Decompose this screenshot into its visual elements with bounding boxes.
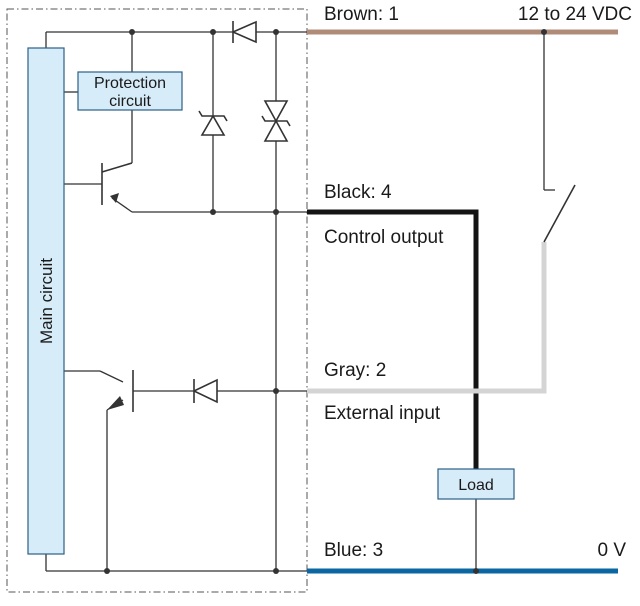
main-circuit-block: Main circuit: [27, 47, 65, 555]
protection-circuit-label-line1: Protection: [94, 75, 166, 92]
input-diode-icon: [192, 378, 218, 404]
input-transistor-icon: [107, 370, 134, 412]
main-circuit-label: Main circuit: [37, 258, 56, 344]
series-diode-icon: [230, 20, 257, 44]
load-block: Load: [437, 468, 515, 500]
tvs-diode-icon: [261, 100, 291, 142]
gray-terminal-label: Gray: 2: [324, 360, 386, 381]
sensor-enclosure-boundary: [6, 8, 308, 593]
internal-wiring: [45, 31, 307, 572]
black-terminal-label: Black: 4: [324, 182, 392, 203]
junction-dots: [104, 29, 547, 574]
external-wiring: [475, 32, 545, 571]
brown-terminal-label: Brown: 1: [324, 4, 399, 25]
supply-voltage-label: 12 to 24 VDC: [518, 4, 632, 25]
blue-terminal-label: Blue: 3: [324, 540, 383, 561]
output-transistor-icon: [101, 162, 133, 205]
control-output-label: Control output: [324, 227, 444, 248]
zener-diode-icon: [198, 110, 228, 136]
black-wire: [307, 209, 479, 469]
protection-circuit-label-line2: circuit: [109, 93, 151, 110]
external-switch-icon: [543, 184, 576, 243]
protection-circuit-block: Protection circuit: [77, 71, 183, 111]
zero-volt-label: 0 V: [597, 540, 626, 561]
gray-wire: [307, 242, 547, 394]
external-input-label: External input: [324, 403, 441, 424]
load-label: Load: [458, 477, 494, 494]
